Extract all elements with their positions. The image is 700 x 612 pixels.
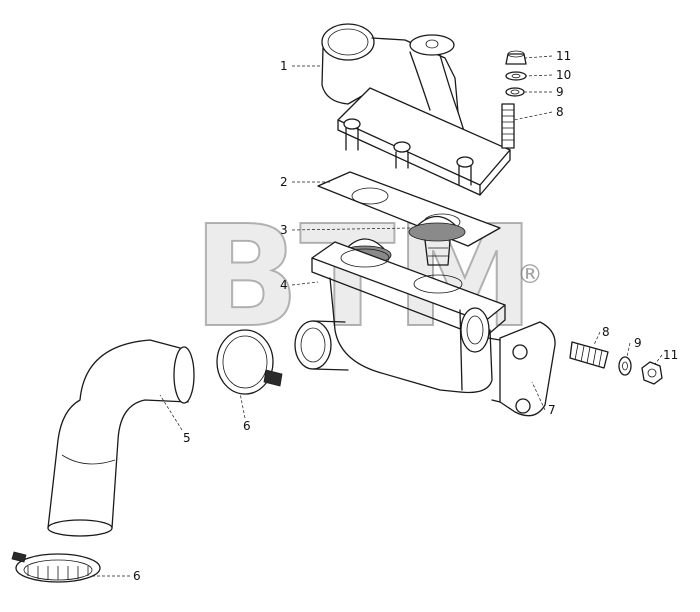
part-washer-upper [505,87,525,97]
callout-11-upper: 11 [556,49,571,63]
part-nut-upper [505,50,527,65]
part-stud-side [569,341,609,369]
part-hose-clamp-upper [216,329,283,395]
callout-7: 7 [548,403,556,417]
part-hose-clamp-lower [11,551,101,583]
callout-9-side: 9 [634,336,642,350]
callout-6-lower: 6 [133,569,141,583]
callout-8-upper: 8 [556,105,564,119]
leader-lines [92,55,663,577]
part-washer-side [618,356,632,376]
part-side-flange [487,321,556,417]
callout-11-side: 11 [663,348,678,362]
part-nut-side [641,361,663,385]
callout-2: 2 [280,175,288,189]
part-spring-washer [505,71,527,81]
part-stud-upper [501,103,515,149]
part-hose [47,339,195,537]
callout-8-side: 8 [602,325,610,339]
callout-10: 10 [556,68,571,82]
part-thermostat-housing [294,241,506,394]
callout-3: 3 [280,223,288,237]
callout-5: 5 [183,431,191,445]
callouts: 1 2 3 4 5 6 6 7 8 8 9 9 10 11 11 [133,49,678,583]
part-thermostat-cover [321,23,511,196]
callout-9-upper: 9 [556,85,564,99]
watermark-registered-mark: ® [517,260,543,290]
callout-1: 1 [280,59,288,73]
callout-6-upper: 6 [243,419,251,433]
callout-4: 4 [280,278,288,292]
